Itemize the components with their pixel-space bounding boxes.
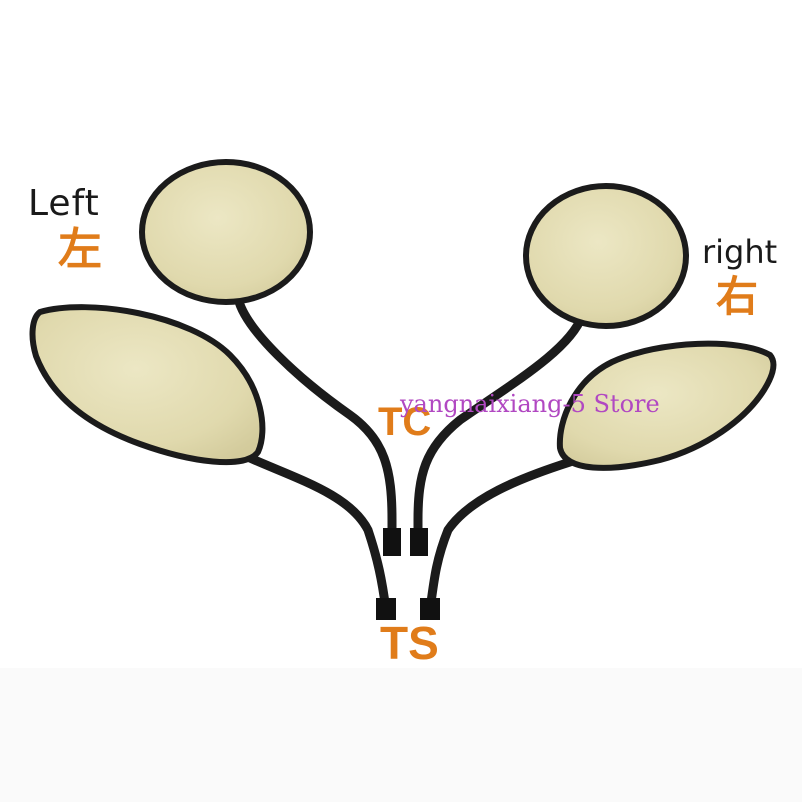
ts-label: TS: [380, 617, 439, 669]
left-oval-mirror-glass: [29, 304, 266, 466]
right-tc-bolt: [410, 528, 428, 556]
right-label: right: [702, 233, 778, 271]
right-oval-mirror: [425, 340, 777, 615]
right-oval-mirror-glass: [556, 340, 777, 471]
right-oval-mirror-stem: [425, 457, 575, 615]
left-label: Left: [28, 183, 100, 224]
left-oval-mirror: [29, 304, 391, 615]
right-ts-bolt: [420, 598, 440, 620]
left-round-mirror: [139, 159, 397, 550]
right-round-mirror: [413, 183, 689, 550]
left-round-mirror-stem: [233, 293, 397, 550]
right-round-mirror-stem: [413, 311, 587, 550]
right-round-mirror-glass: [523, 183, 689, 329]
left-ts-bolt: [376, 598, 396, 620]
right-label-chinese: 右: [716, 272, 759, 321]
left-round-mirror-glass: [139, 159, 313, 305]
left-oval-mirror-stem: [245, 453, 391, 615]
left-tc-bolt: [383, 528, 401, 556]
store-watermark: yangnaixiang-5 Store: [400, 390, 660, 418]
left-label-chinese: 左: [58, 224, 102, 275]
tc-label: TC: [378, 400, 432, 444]
mount-bolts: [376, 528, 440, 620]
